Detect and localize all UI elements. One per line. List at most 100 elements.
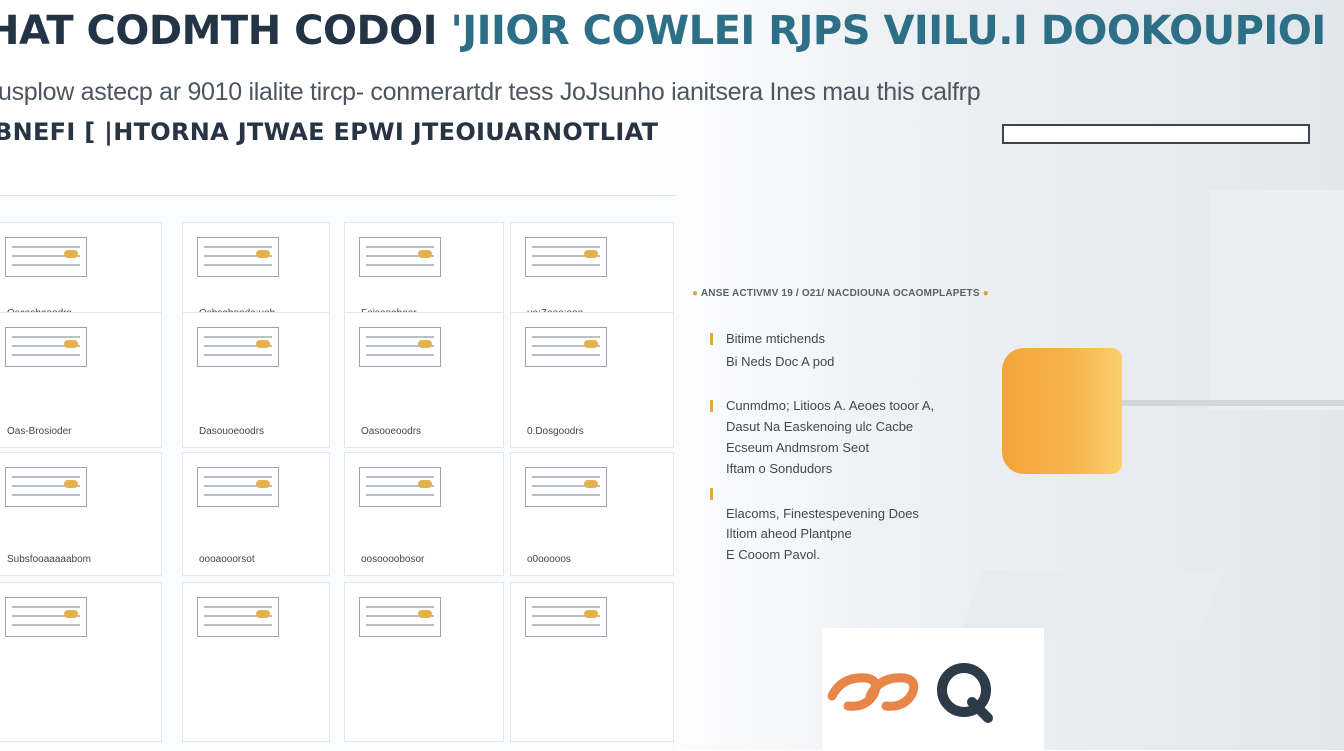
- thumbnail-preview: [5, 597, 87, 637]
- thumbnail-line: [204, 246, 272, 248]
- thumbnail-line: [366, 264, 434, 266]
- thumbnail-accent: [256, 340, 270, 348]
- orange-monitor-graphic: [1002, 348, 1122, 474]
- feature-item: Ecseum Andmsrom Seot: [726, 440, 870, 455]
- feature-item: Elacoms, Finestespevening Does: [726, 506, 919, 521]
- thumbnail-card[interactable]: [182, 582, 330, 742]
- brand-logo-icon: [827, 663, 993, 723]
- thumbnail-line: [12, 354, 80, 356]
- thumbnail-preview: [525, 327, 607, 367]
- desk-decoration: [1080, 400, 1344, 406]
- page-title-part-1: HAT CODMTH CODOI: [0, 8, 438, 54]
- section-band-title: BNEFI [ |HTORNA JTWAE EPWI JTEOIUARNOTLI…: [0, 118, 659, 146]
- thumbnail-line: [366, 246, 434, 248]
- thumbnail-accent: [256, 610, 270, 618]
- thumbnail-label: Subsfooaaaaabom: [7, 554, 91, 565]
- thumbnail-line: [12, 494, 80, 496]
- thumbnail-line: [12, 246, 80, 248]
- thumbnail-preview: [359, 237, 441, 277]
- shelf-decoration: [1210, 190, 1344, 410]
- thumbnail-line: [12, 624, 80, 626]
- thumbnail-accent: [418, 480, 432, 488]
- thumbnail-line: [366, 255, 434, 257]
- feature-list-header: ● ANSE ACTIVMV 19 / O21/ NACDIOUNA OCAOM…: [692, 288, 989, 299]
- page-subtitle: usplow astecp ar 9010 ilalite tircp- con…: [0, 78, 981, 106]
- thumbnail-accent: [64, 480, 78, 488]
- thumbnail-preview: [525, 467, 607, 507]
- bullet-bar: [710, 400, 713, 412]
- thumbnail-line: [204, 615, 272, 617]
- thumbnail-accent: [256, 480, 270, 488]
- thumbnail-line: [532, 624, 600, 626]
- thumbnail-line: [366, 615, 434, 617]
- thumbnail-accent: [584, 610, 598, 618]
- thumbnail-preview: [359, 467, 441, 507]
- logo-card: [822, 628, 1044, 750]
- thumbnail-line: [12, 345, 80, 347]
- thumbnail-line: [12, 606, 80, 608]
- thumbnail-line: [532, 615, 600, 617]
- thumbnail-accent: [64, 250, 78, 258]
- thumbnail-line: [366, 606, 434, 608]
- thumbnail-line: [204, 624, 272, 626]
- progress-bar: [1002, 124, 1310, 144]
- thumbnail-line: [366, 336, 434, 338]
- thumbnail-card[interactable]: Oasooeoodrs: [344, 312, 504, 448]
- thumbnail-line: [12, 264, 80, 266]
- thumbnail-line: [204, 345, 272, 347]
- thumbnail-line: [366, 345, 434, 347]
- thumbnail-preview: [5, 327, 87, 367]
- thumbnail-card[interactable]: Oas-Brosioder: [0, 312, 162, 448]
- thumbnail-card[interactable]: oooaooorsot: [182, 452, 330, 576]
- thumbnail-line: [204, 494, 272, 496]
- thumbnail-accent: [418, 250, 432, 258]
- thumbnail-line: [204, 255, 272, 257]
- feature-item: E Cooom Pavol.: [726, 547, 820, 562]
- thumbnail-preview: [525, 597, 607, 637]
- thumbnail-label: 0.Dosgoodrs: [527, 426, 584, 437]
- thumbnail-preview: [525, 237, 607, 277]
- thumbnail-line: [532, 476, 600, 478]
- thumbnail-preview: [197, 327, 279, 367]
- thumbnail-card[interactable]: Dasouoeoodrs: [182, 312, 330, 448]
- thumbnail-card[interactable]: [510, 582, 674, 742]
- thumbnail-preview: [197, 597, 279, 637]
- thumbnail-line: [204, 354, 272, 356]
- thumbnail-line: [204, 606, 272, 608]
- thumbnail-line: [532, 606, 600, 608]
- thumbnail-card[interactable]: [0, 582, 162, 742]
- thumbnail-line: [12, 615, 80, 617]
- thumbnail-label: Dasouoeoodrs: [199, 426, 265, 437]
- thumbnail-line: [532, 345, 600, 347]
- thumbnail-line: [12, 485, 80, 487]
- feature-item: Cunmdmo; Litioos A. Aeoes tooor A,: [726, 398, 935, 413]
- thumbnail-preview: [5, 237, 87, 277]
- thumbnail-label: o0ooooos: [527, 554, 571, 565]
- thumbnail-preview: [197, 237, 279, 277]
- thumbnail-accent: [64, 340, 78, 348]
- thumbnail-line: [532, 255, 600, 257]
- page-title: HAT CODMTH CODOI 'JIIOR COWLEI RJPS VIIL…: [0, 8, 1326, 54]
- thumbnail-card[interactable]: o0ooooos: [510, 452, 674, 576]
- feature-item: Iltiom aheod Plantpne: [726, 526, 852, 541]
- thumbnail-card[interactable]: oosoooobosor: [344, 452, 504, 576]
- thumbnail-line: [532, 246, 600, 248]
- thumbnail-card[interactable]: [344, 582, 504, 742]
- thumbnail-line: [366, 476, 434, 478]
- thumbnail-accent: [64, 610, 78, 618]
- thumbnail-line: [366, 485, 434, 487]
- thumbnail-accent: [584, 340, 598, 348]
- feature-item: Bitime mtichends: [726, 331, 825, 346]
- thumbnail-line: [204, 476, 272, 478]
- thumbnail-line: [204, 264, 272, 266]
- thumbnail-line: [12, 255, 80, 257]
- thumbnail-line: [366, 624, 434, 626]
- thumbnail-line: [12, 476, 80, 478]
- thumbnail-preview: [197, 467, 279, 507]
- thumbnail-card[interactable]: Subsfooaaaaabom: [0, 452, 162, 576]
- thumbnail-preview: [359, 327, 441, 367]
- thumbnail-label: Oas-Brosioder: [7, 426, 72, 437]
- feature-item: Iftam o Sondudors: [726, 461, 833, 476]
- feature-item: Dasut Na Easkenoing ulc Cacbe: [726, 419, 914, 434]
- thumbnail-card[interactable]: 0.Dosgoodrs: [510, 312, 674, 448]
